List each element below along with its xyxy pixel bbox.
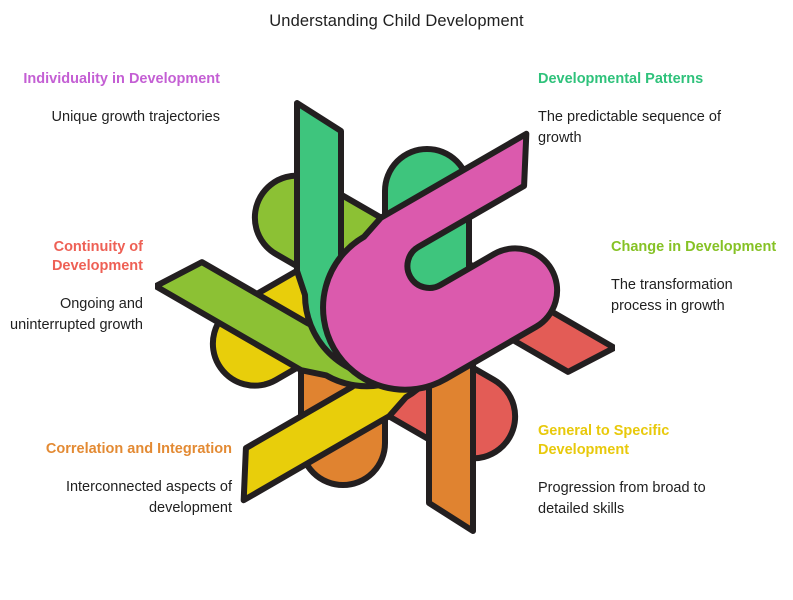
body-change: The transformation process in growth (611, 277, 733, 314)
spacer (538, 89, 753, 107)
spacer (40, 459, 232, 477)
body-individuality: Unique growth trajectories (51, 109, 220, 126)
spacer (538, 460, 728, 478)
label-general-to-specific-development: General to Specific Development Progress… (538, 422, 728, 519)
heading-correlation: Correlation and Integration (45, 441, 232, 457)
spacer (20, 89, 220, 107)
page-title: Understanding Child Development (269, 12, 524, 30)
body-correlation: Interconnected aspects of development (65, 479, 232, 516)
label-developmental-patterns: Developmental Patterns The predictable s… (538, 70, 753, 148)
label-continuity-of-development: Continuity of Development Ongoing and un… (8, 238, 143, 335)
spacer (8, 276, 143, 294)
spacer (611, 257, 781, 275)
heading-general: General to Specific Development (538, 423, 670, 459)
heading-continuity: Continuity of Development (51, 239, 143, 275)
body-patterns: The predictable sequence of growth (538, 109, 721, 146)
label-correlation-and-integration: Correlation and Integration Interconnect… (40, 440, 232, 518)
label-change-in-development: Change in Development The transformation… (611, 238, 781, 316)
heading-change: Change in Development (611, 239, 777, 255)
label-individuality-in-development: Individuality in Development Unique grow… (20, 70, 220, 128)
heading-patterns: Developmental Patterns (538, 71, 704, 87)
body-continuity: Ongoing and uninterrupted growth (10, 296, 143, 333)
body-general: Progression from broad to detailed skill… (538, 480, 706, 517)
heading-individuality: Individuality in Development (23, 71, 220, 87)
